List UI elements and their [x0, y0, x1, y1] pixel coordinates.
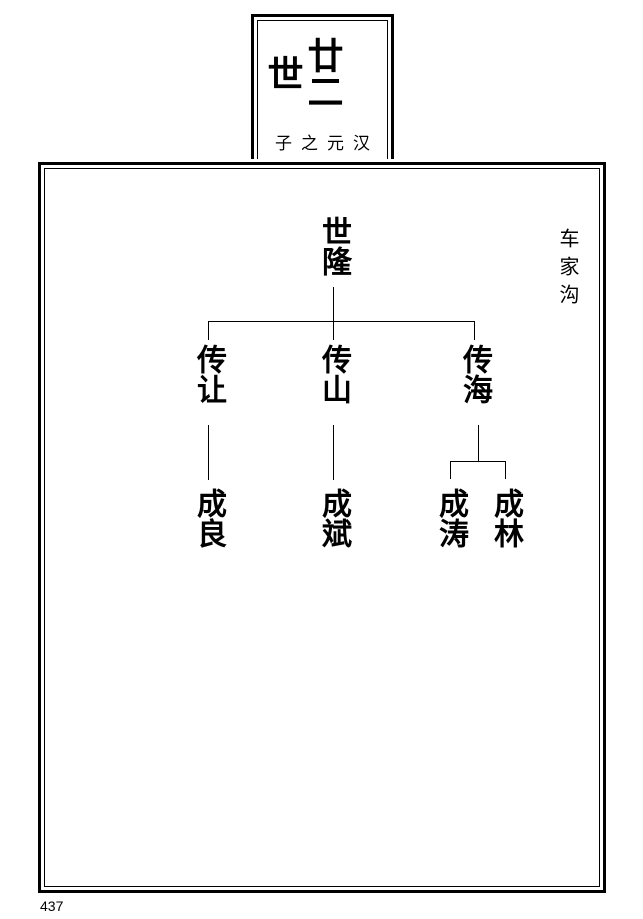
root-name: 世隆	[316, 216, 351, 276]
tree-line	[333, 425, 334, 480]
tree-line	[450, 461, 506, 462]
tree-line	[333, 321, 334, 340]
child-name: 传海	[457, 344, 492, 404]
generation-header: 廿二世 子之元汉	[251, 14, 394, 159]
tree-line	[208, 425, 209, 480]
tree-line	[474, 321, 475, 340]
tree-line	[478, 425, 479, 461]
grandchild-name: 成良	[191, 488, 226, 548]
grandchild-name: 成斌	[316, 488, 351, 548]
generation-title: 廿二世	[261, 36, 344, 109]
place-name: 车家沟	[556, 228, 580, 312]
page-frame	[38, 162, 606, 893]
father-note: 子之元汉	[275, 134, 379, 154]
tree-line	[450, 461, 451, 479]
child-name: 传让	[191, 344, 226, 404]
page-number: 437	[40, 898, 64, 914]
tree-line	[208, 321, 475, 322]
child-name: 传山	[316, 344, 351, 404]
tree-line	[333, 287, 334, 321]
tree-line	[505, 461, 506, 479]
grandchild-name: 成林	[488, 488, 523, 548]
grandchild-name: 成涛	[433, 488, 468, 548]
tree-line	[208, 321, 209, 340]
